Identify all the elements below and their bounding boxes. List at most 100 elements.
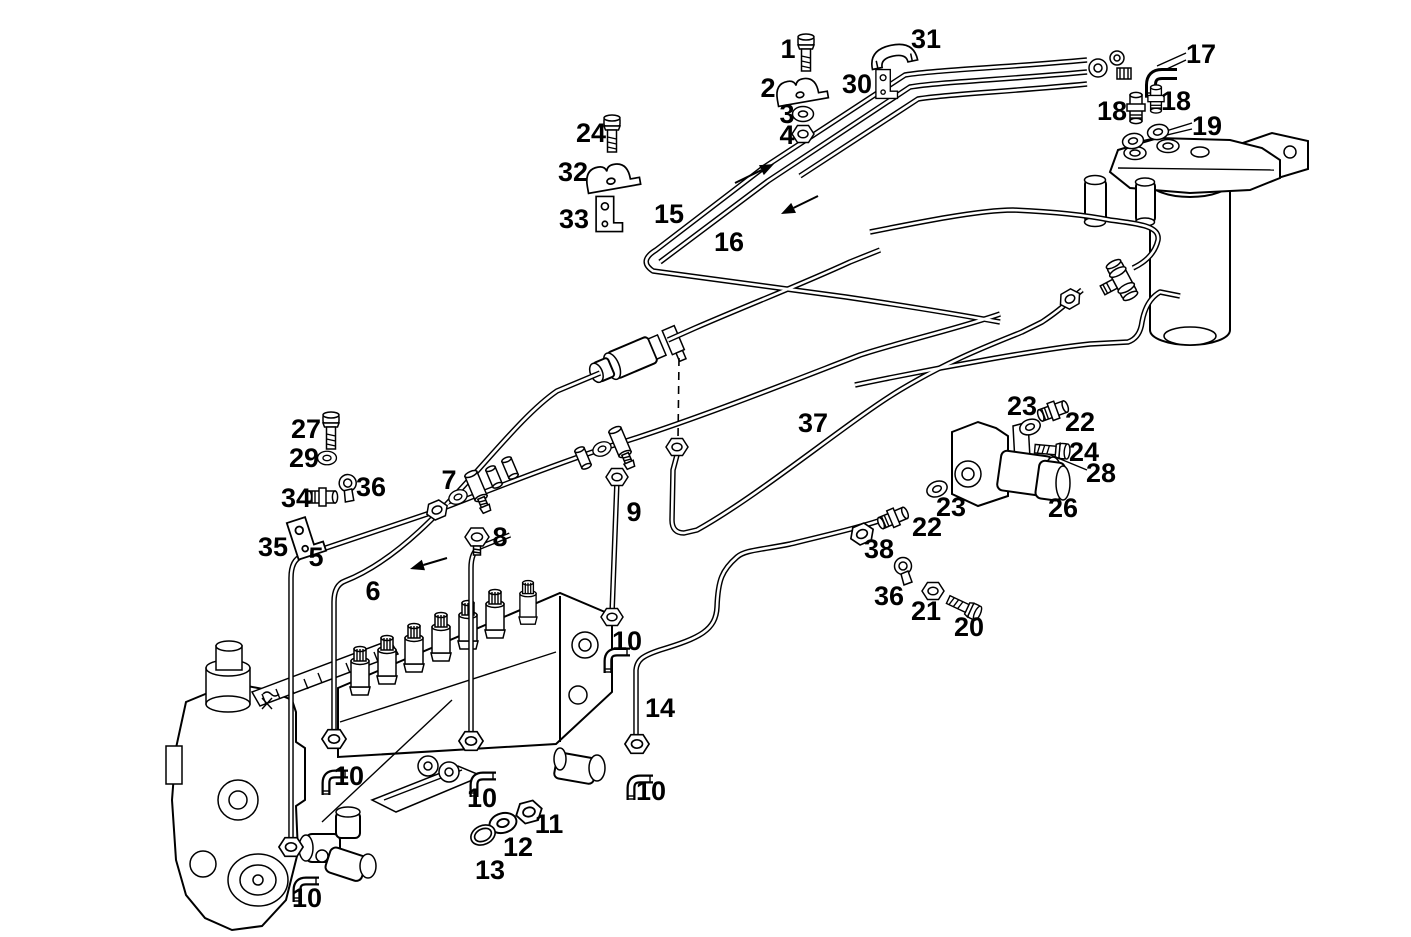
bracket-icon [595, 195, 624, 233]
leader-line [1156, 52, 1187, 67]
nut-icon [278, 836, 304, 858]
callout-19: 19 [1192, 111, 1222, 141]
flow-arrow-shaft [793, 195, 819, 209]
union-icon [305, 487, 339, 507]
fuel-line-to-filter-top-inner [869, 208, 1160, 270]
nut-icon [321, 728, 347, 750]
callout-8: 8 [492, 522, 507, 552]
x-mark [261, 691, 280, 710]
banjo-eyelets [370, 755, 484, 813]
union-icon [874, 502, 912, 534]
exploded-axis-line [321, 699, 453, 823]
callout-38: 38 [864, 534, 894, 564]
callout-6: 6 [365, 576, 380, 606]
tee-under-filter [1099, 258, 1139, 302]
collar-icon [500, 454, 520, 482]
overflow-valve [951, 420, 1071, 508]
callout-7: 7 [441, 465, 456, 495]
callout-22a: 22 [1065, 407, 1095, 437]
callout-29: 29 [289, 443, 319, 473]
fuel-line-to-filter-top [869, 207, 1161, 271]
callout-21: 21 [911, 596, 941, 626]
flow-arrows [410, 164, 819, 571]
callout-36a: 36 [356, 472, 386, 502]
callout-37: 37 [798, 408, 828, 438]
callout-3: 3 [779, 99, 794, 129]
fuel-filter [1083, 50, 1309, 346]
fuel-line-corridor-3-inner [799, 82, 1088, 178]
union-icon [1126, 91, 1146, 125]
union-fitting [553, 747, 606, 785]
fuel-line-37-inner [670, 289, 1083, 535]
callout-24b: 24 [1069, 437, 1099, 467]
callout-34: 34 [281, 483, 311, 513]
collar-icon [484, 463, 504, 491]
washer-icon [316, 450, 338, 466]
callout-30: 30 [842, 69, 872, 99]
nut-icon [665, 437, 689, 457]
flow-arrow-shaft [734, 169, 762, 184]
tee-union [298, 806, 377, 882]
callout-23a: 23 [1007, 391, 1037, 421]
callout-15: 15 [654, 199, 684, 229]
leader-line [1165, 122, 1193, 132]
callout-5: 5 [308, 542, 323, 572]
callout-14: 14 [645, 693, 675, 723]
callout-12: 12 [503, 832, 533, 862]
fuel-line-9-inner [610, 479, 619, 615]
nut-icon [605, 467, 629, 487]
nut-icon [624, 733, 650, 755]
fuel-line-6b-inner [667, 248, 881, 342]
callout-10a: 10 [612, 626, 642, 656]
callout-36b: 36 [874, 581, 904, 611]
callout-10b: 10 [334, 761, 364, 791]
callout-1: 1 [780, 34, 795, 64]
fuel-line-14-inner [634, 510, 906, 740]
nut-icon [791, 124, 815, 144]
callout-10e: 10 [292, 883, 322, 913]
banjo-bolt-icon [464, 527, 490, 556]
nut-icon [600, 607, 624, 627]
hose-clip-icon [335, 472, 359, 505]
callout-33: 33 [559, 204, 589, 234]
callout-28: 28 [1086, 458, 1116, 488]
fuel-line-6-inner [332, 371, 601, 737]
injection-pump [165, 579, 613, 932]
callout-31: 31 [911, 24, 941, 54]
flow-arrow-head [759, 164, 774, 176]
callout-20: 20 [954, 612, 984, 642]
flow-arrow-head [410, 559, 425, 571]
callout-27: 27 [291, 414, 321, 444]
callout-32: 32 [558, 157, 588, 187]
alignment-dash-line [677, 357, 680, 441]
washer-icon [589, 438, 615, 460]
callout-35: 35 [258, 532, 288, 562]
flow-arrow-shaft [423, 557, 448, 566]
callout-24a: 24 [576, 118, 606, 148]
callout-2: 2 [760, 73, 775, 103]
callout-10d: 10 [636, 776, 666, 806]
fuel-line-16-inner [659, 70, 1088, 264]
fuel-line-15-inner [644, 58, 1088, 324]
callout-23b: 23 [936, 492, 966, 522]
flow-arrow-head [781, 202, 796, 214]
callout-13: 13 [475, 855, 505, 885]
callout-18a: 18 [1097, 96, 1127, 126]
pipe-clamp-icon [583, 159, 642, 195]
bolt-icon [603, 114, 621, 153]
nut-icon [458, 730, 484, 752]
callout-4: 4 [779, 120, 794, 150]
bolt-icon [797, 33, 815, 72]
callout-10c: 10 [467, 783, 497, 813]
washer-icon [791, 105, 815, 123]
fuel-line-under-filter-inner [854, 290, 1181, 387]
callout-17: 17 [1186, 39, 1216, 69]
callout-16: 16 [714, 227, 744, 257]
fuel-lines [288, 57, 1181, 848]
callout-11: 11 [535, 809, 564, 839]
callout-26: 26 [1048, 493, 1078, 523]
callout-9: 9 [626, 497, 641, 527]
